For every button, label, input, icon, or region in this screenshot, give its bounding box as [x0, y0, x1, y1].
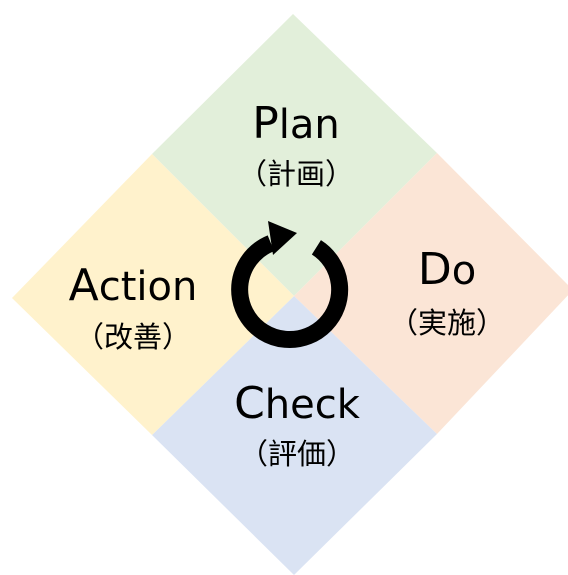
- plan-quadrant: [152, 14, 437, 296]
- do-quadrant: [294, 153, 568, 434]
- cycle-arrow-icon: [231, 221, 349, 349]
- action-title: Action: [69, 260, 198, 311]
- check-quadrant: [152, 296, 437, 575]
- check-subtitle: （評価）: [239, 437, 355, 471]
- plan-title: Plan: [252, 98, 340, 149]
- do-subtitle: （実施）: [389, 306, 505, 340]
- plan-subtitle: （計画）: [238, 157, 354, 191]
- check-title: Check: [234, 378, 361, 429]
- do-title: Do: [418, 244, 476, 295]
- action-quadrant: [12, 154, 294, 435]
- action-subtitle: （改善）: [75, 320, 191, 354]
